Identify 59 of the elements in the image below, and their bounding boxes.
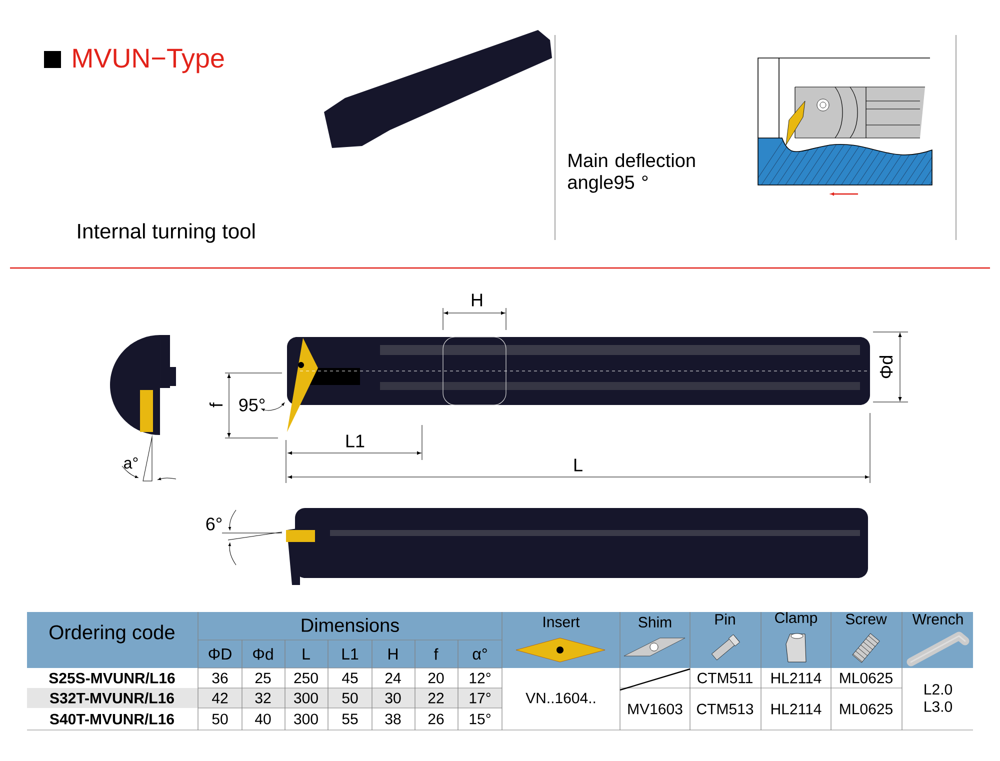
column-header: L1 bbox=[342, 648, 358, 660]
table-cell: L2.0 L3.0 bbox=[924, 684, 952, 712]
column-header: Wrench bbox=[912, 614, 963, 624]
table-cell: 40 bbox=[255, 714, 271, 724]
column-header: L bbox=[302, 648, 310, 660]
table-cell: 38 bbox=[385, 714, 401, 724]
table-cell: 25 bbox=[255, 672, 271, 684]
table-cell: 30 bbox=[385, 692, 401, 704]
table-cell: 20 bbox=[428, 672, 444, 684]
title: MVUN−Type bbox=[73, 48, 224, 74]
table-cell: VN..1604.. bbox=[526, 692, 596, 704]
table-cell: MV1603 bbox=[628, 704, 682, 714]
column-header: f bbox=[434, 648, 438, 660]
angle-label: 6° bbox=[206, 518, 222, 530]
table-cell: CTM513 bbox=[697, 704, 754, 714]
table-cell: ML0625 bbox=[840, 704, 892, 714]
column-header: Insert bbox=[544, 616, 580, 628]
column-header: Pin bbox=[715, 614, 735, 624]
table-cell: 55 bbox=[342, 714, 358, 724]
column-header: Dimensions bbox=[302, 618, 399, 632]
dimension-label: L1 bbox=[346, 434, 364, 448]
dimension-label: L bbox=[574, 458, 582, 472]
column-header: α° bbox=[472, 648, 487, 660]
column-header: Shim bbox=[638, 616, 672, 628]
table-cell: CTM511 bbox=[698, 672, 752, 684]
table-cell: 12° bbox=[470, 672, 490, 684]
table-cell: 45 bbox=[342, 672, 358, 684]
column-header: Screw bbox=[846, 614, 887, 624]
column-header: Ordering code bbox=[50, 624, 174, 644]
table-cell: 300 bbox=[294, 714, 318, 724]
table-cell: 50 bbox=[212, 714, 228, 724]
column-header: Clamp bbox=[775, 612, 818, 626]
column-header: H bbox=[388, 648, 398, 660]
table-cell: 50 bbox=[342, 692, 358, 704]
angle-label: a° bbox=[124, 457, 138, 469]
table-cell: 26 bbox=[428, 714, 444, 724]
table-cell: 17° bbox=[470, 692, 490, 704]
table-cell: 36 bbox=[212, 672, 228, 684]
table-cell: 250 bbox=[294, 672, 318, 684]
table-cell: HL2114 bbox=[772, 704, 822, 714]
dimension-label: H bbox=[472, 294, 482, 306]
note: Main deflection angle95 ° bbox=[568, 153, 695, 193]
table-cell: 22 bbox=[428, 692, 444, 704]
caption: Internal turning tool bbox=[78, 223, 255, 243]
ordering-code: S32T-MVUNR/L16 bbox=[50, 692, 174, 704]
angle-label: 95° bbox=[239, 398, 265, 412]
table-cell: ML0625 bbox=[840, 672, 892, 684]
dimension-label: f bbox=[209, 402, 223, 408]
table-cell: 42 bbox=[212, 692, 228, 704]
table-cell: HL2114 bbox=[772, 672, 822, 684]
table-cell: 24 bbox=[385, 672, 401, 684]
ordering-code: S25S-MVUNR/L16 bbox=[49, 672, 175, 684]
dimension-label: Φd bbox=[879, 356, 893, 378]
table-cell: 32 bbox=[255, 692, 271, 704]
table-cell: 300 bbox=[294, 692, 318, 704]
column-header: Φd bbox=[253, 648, 273, 660]
column-header: ΦD bbox=[208, 648, 232, 660]
ordering-code: S40T-MVUNR/L16 bbox=[50, 713, 174, 725]
table-cell: 15° bbox=[470, 714, 490, 724]
